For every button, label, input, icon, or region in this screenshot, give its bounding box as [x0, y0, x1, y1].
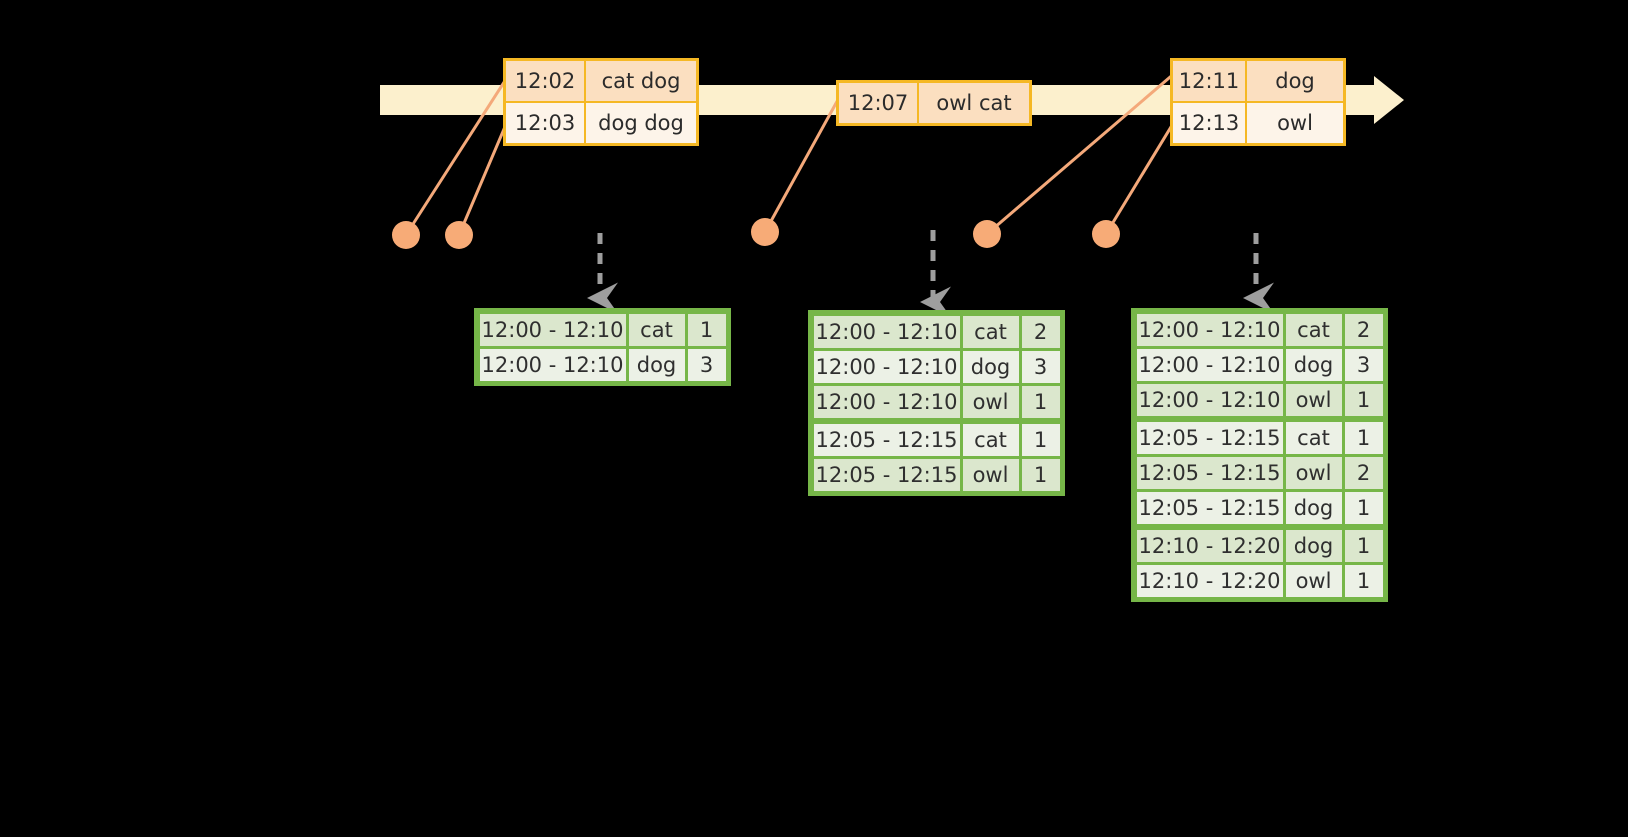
- cell-window: 12:00 - 12:10: [813, 385, 960, 418]
- connector-line-5: [1104, 121, 1176, 235]
- cell-count: 1: [1021, 385, 1060, 418]
- cell-window: 12:05 - 12:15: [813, 458, 960, 491]
- cell-key: cat: [628, 313, 685, 346]
- event-words: dog: [1247, 61, 1343, 101]
- cell-key: dog: [1285, 529, 1342, 562]
- event-words: cat dog: [586, 61, 696, 101]
- event-dot-1[interactable]: [392, 221, 420, 249]
- cell-count: 1: [1344, 421, 1383, 454]
- cell-key: owl: [962, 458, 1019, 491]
- cell-window: 12:00 - 12:10: [1136, 383, 1283, 416]
- cell-key: cat: [962, 423, 1019, 456]
- event-dot-3[interactable]: [751, 218, 779, 246]
- cell-count: 2: [1344, 456, 1383, 489]
- cell-count: 1: [1344, 491, 1383, 524]
- cell-count: 1: [1344, 564, 1383, 597]
- down-arrows: [587, 230, 1274, 318]
- cell-key: owl: [1285, 456, 1342, 489]
- cell-count: 3: [687, 348, 726, 381]
- event-box-3[interactable]: 12:11 dog 12:13 owl: [1170, 58, 1346, 146]
- cell-count: 1: [1344, 529, 1383, 562]
- cell-window: 12:10 - 12:20: [1136, 564, 1283, 597]
- cell-key: owl: [1285, 383, 1342, 416]
- cell-window: 12:00 - 12:10: [479, 313, 626, 346]
- cell-key: owl: [962, 385, 1019, 418]
- cell-window: 12:10 - 12:20: [1136, 529, 1283, 562]
- event-words: owl cat: [919, 83, 1029, 123]
- cell-window: 12:00 - 12:10: [813, 350, 960, 383]
- event-dot-5[interactable]: [1092, 220, 1120, 248]
- cell-window: 12:05 - 12:15: [1136, 421, 1283, 454]
- cell-count: 1: [687, 313, 726, 346]
- event-time: 12:13: [1173, 103, 1247, 143]
- cell-key: dog: [628, 348, 685, 381]
- cell-window: 12:00 - 12:10: [1136, 313, 1283, 346]
- cell-key: dog: [1285, 491, 1342, 524]
- cell-count: 3: [1021, 350, 1060, 383]
- event-box-1[interactable]: 12:02 cat dog 12:03 dog dog: [503, 58, 699, 146]
- cell-window: 12:05 - 12:15: [813, 423, 960, 456]
- event-words: dog dog: [586, 103, 696, 143]
- cell-count: 1: [1344, 383, 1383, 416]
- cell-key: cat: [1285, 421, 1342, 454]
- connector-line-2: [457, 121, 509, 236]
- event-dot-4[interactable]: [973, 220, 1001, 248]
- event-row: 12:07 owl cat: [839, 83, 1029, 123]
- cell-window: 12:00 - 12:10: [813, 315, 960, 348]
- cell-window: 12:00 - 12:10: [1136, 348, 1283, 381]
- cell-window: 12:05 - 12:15: [1136, 456, 1283, 489]
- connector-line-3: [763, 95, 842, 233]
- cell-key: dog: [1285, 348, 1342, 381]
- cell-window: 12:00 - 12:10: [479, 348, 626, 381]
- event-time: 12:02: [506, 61, 586, 101]
- cell-key: cat: [1285, 313, 1342, 346]
- event-box-2[interactable]: 12:07 owl cat: [836, 80, 1032, 126]
- event-row: 12:11 dog: [1173, 61, 1343, 101]
- timeline-arrowhead-icon: [1374, 76, 1404, 124]
- cell-count: 1: [1021, 423, 1060, 456]
- event-row: 12:02 cat dog: [506, 61, 696, 101]
- cell-count: 1: [1021, 458, 1060, 491]
- cell-window: 12:05 - 12:15: [1136, 491, 1283, 524]
- event-row: 12:13 owl: [1173, 101, 1343, 143]
- event-time: 12:07: [839, 83, 919, 123]
- cell-key: dog: [962, 350, 1019, 383]
- cell-count: 2: [1021, 315, 1060, 348]
- event-time: 12:03: [506, 103, 586, 143]
- cell-count: 2: [1344, 313, 1383, 346]
- cell-key: cat: [962, 315, 1019, 348]
- event-row: 12:03 dog dog: [506, 101, 696, 143]
- event-dot-2[interactable]: [445, 221, 473, 249]
- event-words: owl: [1247, 103, 1343, 143]
- cell-key: owl: [1285, 564, 1342, 597]
- cell-count: 3: [1344, 348, 1383, 381]
- event-time: 12:11: [1173, 61, 1247, 101]
